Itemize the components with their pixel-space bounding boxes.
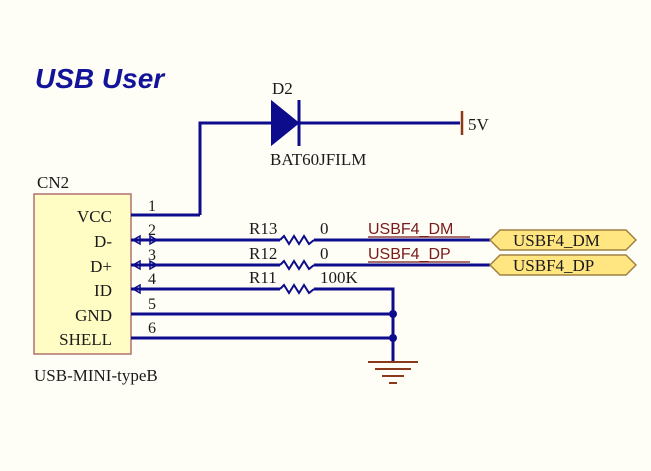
resistor-r12-symbol: [279, 259, 315, 271]
port-label-dm: USBF4_DM: [513, 231, 600, 250]
power-label: 5V: [468, 115, 490, 134]
resistor-r11-value: 100K: [320, 268, 359, 287]
pin-name-id: ID: [94, 281, 112, 300]
diode-part-label: BAT60JFILM: [270, 150, 366, 169]
pin-number-6: 6: [148, 320, 156, 337]
pin-number-3: 3: [148, 247, 156, 264]
resistor-r13-value: 0: [320, 219, 329, 238]
net-label-dm: USBF4_DM: [368, 221, 453, 238]
connector-body: [33, 193, 132, 355]
vcc-wire: [198, 121, 272, 215]
pin-name-shell: SHELL: [59, 330, 112, 349]
pin-name-vcc: VCC: [77, 207, 112, 226]
net-label-dp: USBF4_DP: [368, 246, 451, 263]
port-label-dp: USBF4_DP: [513, 256, 594, 275]
ground-symbol: [368, 361, 418, 384]
port-dm: [488, 229, 638, 251]
junction-gnd: [389, 310, 397, 318]
pin-number-1: 1: [148, 198, 156, 215]
bidir-marker-dminus: [131, 234, 159, 246]
pin-name-gnd: GND: [75, 306, 112, 325]
pin-number-2: 2: [148, 222, 156, 239]
junction-shell: [389, 334, 397, 342]
resistor-r13-symbol: [279, 234, 315, 246]
input-marker-id: [131, 283, 141, 295]
schematic-title: USB User: [35, 63, 166, 94]
resistor-r11-symbol: [279, 283, 315, 295]
pin-number-4: 4: [148, 271, 156, 288]
connector-designator: CN2: [37, 173, 69, 192]
bidir-marker-dplus: [131, 259, 159, 271]
pin-name-dminus: D-: [94, 232, 112, 251]
pin-number-5: 5: [148, 296, 156, 313]
port-dp: [488, 254, 638, 276]
resistor-r12-designator: R12: [249, 244, 277, 263]
resistor-r13-designator: R13: [249, 219, 277, 238]
resistor-r12-value: 0: [320, 244, 329, 263]
diode-symbol: [271, 99, 300, 147]
pin-name-dplus: D+: [90, 257, 112, 276]
diode-designator: D2: [272, 79, 293, 98]
resistor-r11-designator: R11: [249, 268, 277, 287]
id-to-gnd-wire: [314, 287, 395, 362]
connector-part-label: USB-MINI-typeB: [34, 366, 158, 385]
